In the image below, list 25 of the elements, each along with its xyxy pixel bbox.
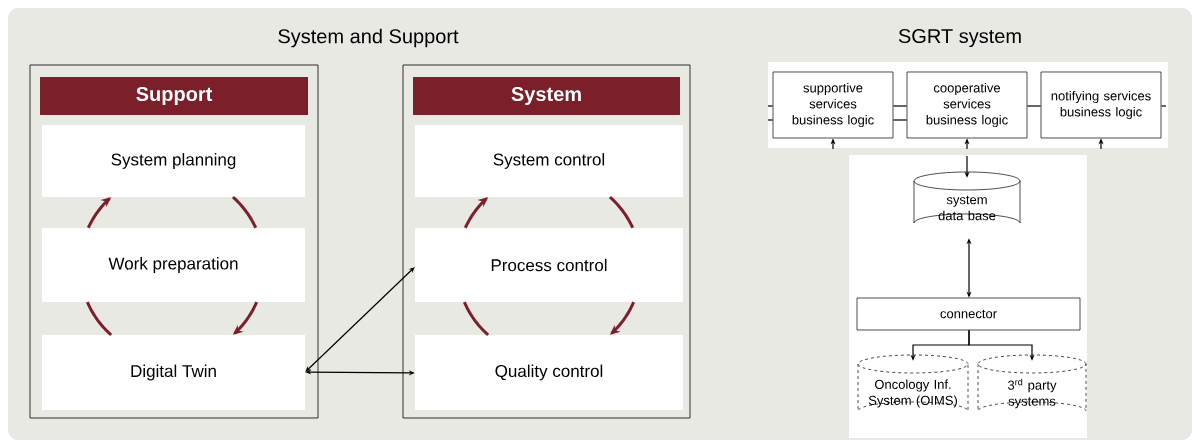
connector-line — [892, 119, 908, 121]
step-box: System control — [415, 125, 683, 197]
step-box: Work preparation — [42, 228, 305, 302]
connector-line — [892, 105, 908, 107]
connector-line — [767, 119, 774, 121]
connector-line — [767, 105, 774, 107]
node-label: system data base — [938, 195, 996, 221]
component-box: connector — [856, 297, 1081, 331]
external-system-cylinder: 3$^{rd}$ party systems — [977, 354, 1087, 412]
database-cylinder: system data base — [913, 171, 1021, 224]
component-box: notifying services business logic — [1040, 71, 1162, 139]
component-box: supportive services business logic — [772, 71, 894, 139]
component-box: cooperative services business logic — [906, 71, 1028, 139]
section-heading: System and Support — [278, 28, 459, 48]
step-box: Quality control — [415, 335, 683, 410]
connector-line — [1026, 105, 1042, 107]
step-box: Process control — [415, 228, 683, 302]
step-box: System planning — [42, 125, 305, 197]
connector-line — [1160, 105, 1167, 107]
node-label: Oncology Inf. System (OIMS) — [868, 379, 957, 408]
section-heading: SGRT system — [898, 28, 1021, 48]
arrow — [305, 267, 415, 372]
external-system-cylinder: Oncology Inf. System (OIMS) — [857, 354, 969, 412]
node-label: 3$^{rd}$ party systems — [1007, 378, 1057, 409]
step-box: Digital Twin — [42, 335, 305, 410]
